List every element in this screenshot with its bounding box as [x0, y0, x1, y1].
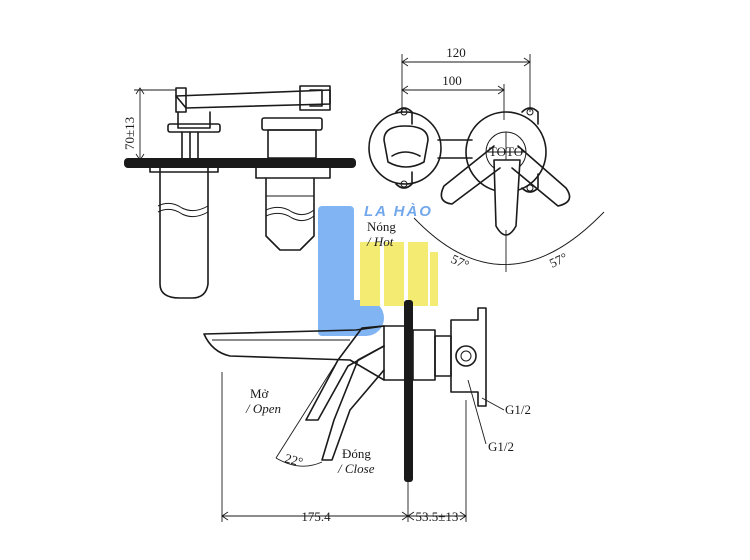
dim-height-side: 70±13: [122, 117, 137, 150]
top-right-view: 120 100 TOTO 57° 57°: [368, 45, 605, 272]
label-close-en: / Close: [337, 461, 375, 476]
dim-wall-depth: 53.5±13: [416, 509, 459, 524]
dim-width-inner: 100: [442, 73, 462, 88]
label-open-en: / Open: [245, 401, 281, 416]
dim-angle-handle: 22°: [283, 450, 304, 469]
label-hot-vi: Nóng: [367, 219, 396, 234]
dim-width-total: 120: [446, 45, 466, 60]
label-thread-1: G1/2: [505, 402, 531, 417]
label-hot-en: / Hot: [366, 234, 394, 249]
label-thread-2: G1/2: [488, 439, 514, 454]
label-open-vi: Mở: [250, 386, 270, 401]
dim-angle-left: 57°: [449, 251, 472, 272]
label-close-vi: Đóng: [342, 446, 371, 461]
bottom-side-view: G1/2 G1/2 22° 175.4 53.5±13: [203, 300, 531, 524]
front-logo: TOTO: [489, 144, 523, 159]
top-left-view: 70±13: [122, 85, 356, 299]
dim-angle-right: 57°: [547, 249, 570, 270]
dim-spout-length: 175.4: [301, 509, 331, 524]
watermark-text: LA HÀO: [364, 203, 433, 220]
